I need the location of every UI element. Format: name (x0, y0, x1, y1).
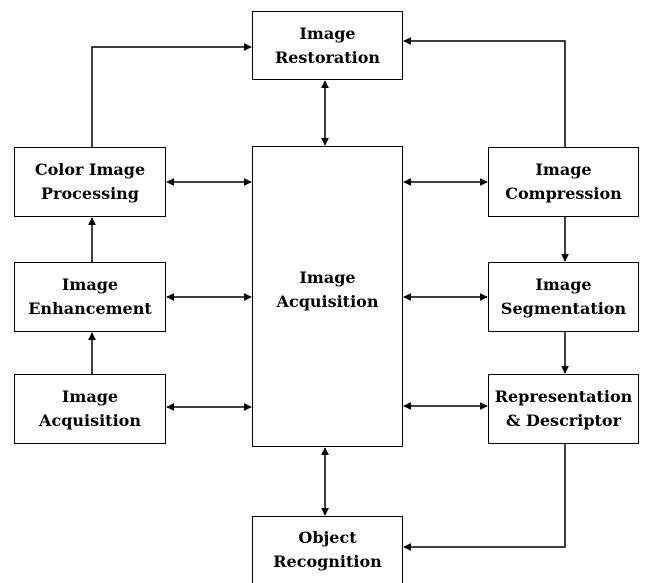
edge-compression-to-restoration (403, 37, 566, 147)
node-image-acquisition-center: Image Acquisition (252, 146, 403, 447)
node-label: Object Recognition (273, 528, 382, 571)
node-image-compression: Image Compression (488, 147, 639, 217)
node-label: Representation & Descriptor (494, 387, 633, 430)
node-color-image-processing: Color Image Processing (14, 147, 166, 217)
edge-representation-to-recognition (403, 444, 566, 551)
node-label: Image Acquisition (39, 387, 141, 430)
node-label: Image Enhancement (28, 275, 152, 318)
node-label: Image Restoration (274, 23, 381, 67)
node-label: Color Image Processing (34, 160, 146, 203)
node-label: Image Acquisition (276, 267, 379, 311)
node-label: Image Segmentation (500, 275, 627, 318)
node-image-segmentation: Image Segmentation (488, 262, 639, 332)
node-image-acquisition: Image Acquisition (14, 374, 166, 444)
node-object-recognition: Object Recognition (252, 516, 403, 583)
node-image-enhancement: Image Enhancement (14, 262, 166, 332)
node-representation-descriptor: Representation & Descriptor (488, 374, 639, 444)
node-label: Image Compression (505, 160, 622, 203)
node-image-restoration: Image Restoration (252, 11, 403, 80)
edge-color-to-restoration (91, 43, 252, 147)
